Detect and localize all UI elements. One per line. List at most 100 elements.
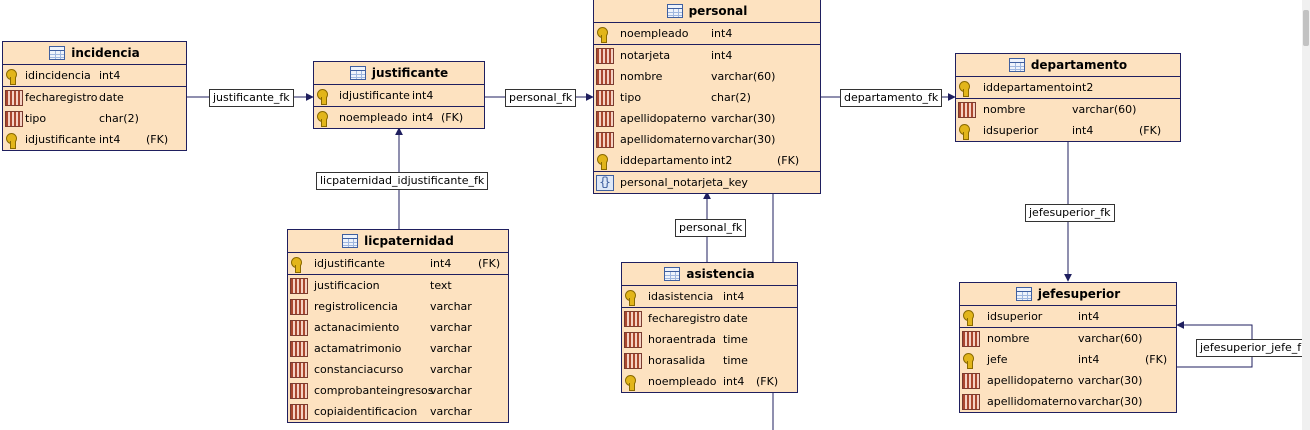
column-name: notarjeta: [620, 49, 671, 62]
column-row[interactable]: personal_notarjeta_key: [594, 172, 820, 193]
table-header[interactable]: justificante: [314, 62, 484, 85]
column-type: int2: [711, 154, 733, 167]
column-name: personal_notarjeta_key: [620, 176, 748, 189]
column-icon: [624, 352, 642, 369]
column-name: horaentrada: [648, 333, 717, 346]
key-icon: [624, 374, 642, 391]
key-icon: [316, 110, 334, 127]
column-type: varchar(30): [711, 112, 776, 125]
column-name: constanciacurso: [314, 363, 404, 376]
column-type: int4: [1078, 310, 1100, 323]
column-type: int4: [711, 49, 733, 62]
column-name: fecharegistro: [25, 91, 98, 104]
table-title: incidencia: [71, 46, 140, 60]
table-header[interactable]: departamento: [956, 54, 1180, 77]
table-header[interactable]: personal: [594, 0, 820, 23]
key-icon: [596, 153, 614, 170]
key-icon: [958, 80, 976, 97]
column-name: iddepartamento: [983, 81, 1072, 94]
column-icon: [290, 298, 308, 315]
table-header[interactable]: jefesuperior: [960, 283, 1176, 306]
relation-label-personal-fk[interactable]: personal_fk: [505, 89, 577, 107]
relation-label-licpaternidad-idjustificante-fk[interactable]: licpaternidad_idjustificante_fk: [316, 172, 489, 190]
column-name: idjustificante: [339, 89, 410, 102]
relation-label-departamento-fk[interactable]: departamento_fk: [840, 89, 943, 107]
column-row[interactable]: notarjeta int4: [594, 45, 820, 66]
column-type: int4: [99, 69, 121, 82]
scrollbar-thumb[interactable]: [1303, 10, 1309, 46]
foreign-key-marker: (FK): [1145, 353, 1168, 366]
columns-section: personal_notarjeta_key: [594, 172, 820, 193]
foreign-key-marker: (FK): [777, 154, 800, 167]
table-header[interactable]: licpaternidad: [288, 230, 508, 253]
relation-label-jefesuperior-fk[interactable]: jefesuperior_fk: [1025, 204, 1115, 222]
column-type: varchar: [430, 405, 472, 418]
column-icon: [958, 101, 976, 118]
relation-label-justificante-fk[interactable]: justificante_fk: [209, 89, 294, 107]
table-header[interactable]: incidencia: [3, 42, 186, 65]
table-icon: [1015, 287, 1032, 301]
key-icon: [596, 26, 614, 43]
key-icon: [624, 289, 642, 306]
column-type: varchar(60): [1078, 332, 1143, 345]
column-row[interactable]: copiaidentificacion varchar: [288, 401, 508, 422]
key-icon: [962, 352, 980, 369]
relation-label-jefesuperior-jefe-fk[interactable]: jefesuperior_jefe_fk: [1196, 339, 1310, 357]
table-title: departamento: [1030, 58, 1128, 72]
column-type: int4: [723, 290, 745, 303]
table-header[interactable]: asistencia: [622, 263, 797, 286]
column-name: copiaidentificacion: [314, 405, 418, 418]
column-type: varchar(30): [1078, 395, 1143, 408]
column-type: int4: [412, 89, 434, 102]
relation-label-personal-fk-asistencia[interactable]: personal_fk: [675, 219, 747, 237]
column-icon: [962, 330, 980, 347]
foreign-key-marker: (FK): [478, 257, 501, 270]
vertical-scrollbar[interactable]: [1302, 0, 1310, 430]
